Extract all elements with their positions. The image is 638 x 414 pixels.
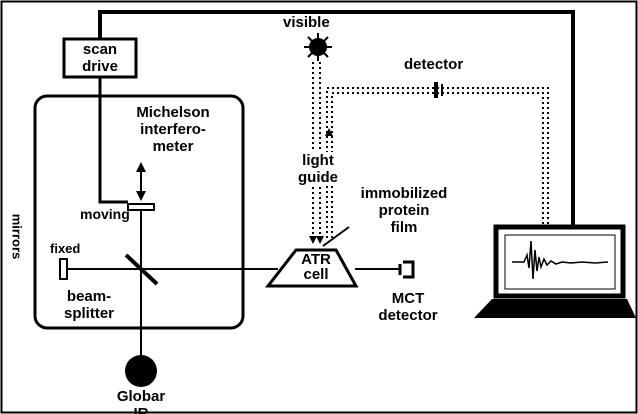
interferometer-box [33, 94, 245, 330]
michelson-label-line2: interfero- [140, 121, 206, 138]
globar-source [125, 355, 157, 387]
protein-film-pointer [322, 226, 350, 247]
light-guide-arrow-up [325, 128, 333, 136]
atr-cell-label-line1: ATR [301, 251, 331, 268]
moving-label: moving [80, 206, 130, 222]
fixed-label: fixed [50, 241, 81, 256]
computer-keyboard-base [474, 299, 636, 318]
michelson-label: Michelson interfero- meter [116, 104, 230, 155]
spectrum-trace [512, 240, 609, 280]
globar-ir-label-line2: IR [133, 405, 149, 414]
movement-arrow-head-down [136, 191, 146, 201]
immobilized-protein-film-label: immobilized protein film [350, 185, 458, 236]
atr-cell-label-line2: cell [303, 266, 329, 283]
visible-label: visible [283, 14, 330, 31]
beam-splitter-label: beam- splitter [52, 288, 126, 322]
light-guide-arrow-down [309, 236, 317, 244]
light-guide-arrow-down-2 [316, 236, 324, 244]
control-cable [98, 10, 575, 229]
beam-splitter-label-line2: splitter [63, 305, 114, 322]
immobilized-label-line2: protein [378, 202, 430, 219]
visible-source-rays [304, 33, 332, 61]
scan-drive-label: scan drive [66, 41, 134, 75]
light-guide-label-line1: light [302, 152, 334, 169]
immobilized-label-line3: film [390, 219, 418, 236]
computer [474, 224, 636, 318]
atr-cell-label: ATR cell [288, 252, 344, 282]
beam-splitter-label-line1: beam- [66, 288, 112, 305]
moving-mirror [127, 203, 155, 211]
globar-ir-label-line1: Globar [116, 388, 166, 405]
mct-detector-cup [403, 260, 415, 279]
movement-arrow-head-up [136, 162, 146, 172]
michelson-label-line1: Michelson [136, 104, 210, 121]
light-guide-label-line2: guide [298, 169, 338, 186]
globar-ir-label: Globar IR [104, 388, 178, 414]
fixed-mirror [59, 258, 68, 280]
atr-cell [264, 248, 359, 288]
light-guide-label: light guide [294, 152, 342, 186]
michelson-label-line3: meter [152, 138, 194, 155]
detector-top-label: detector [404, 56, 464, 73]
scan-drive-box [62, 37, 138, 79]
mct-detector-label-line2: detector [378, 307, 438, 324]
mct-detector-label-line1: MCT [391, 290, 425, 307]
mct-detector-label: MCT detector [358, 290, 458, 324]
drive-linkage [98, 77, 128, 204]
scan-drive-label-line2: drive [82, 58, 118, 75]
immobilized-label-line1: immobilized [360, 185, 448, 202]
mirrors-label: mirrors [9, 213, 25, 260]
scan-drive-label-line1: scan [82, 41, 118, 58]
